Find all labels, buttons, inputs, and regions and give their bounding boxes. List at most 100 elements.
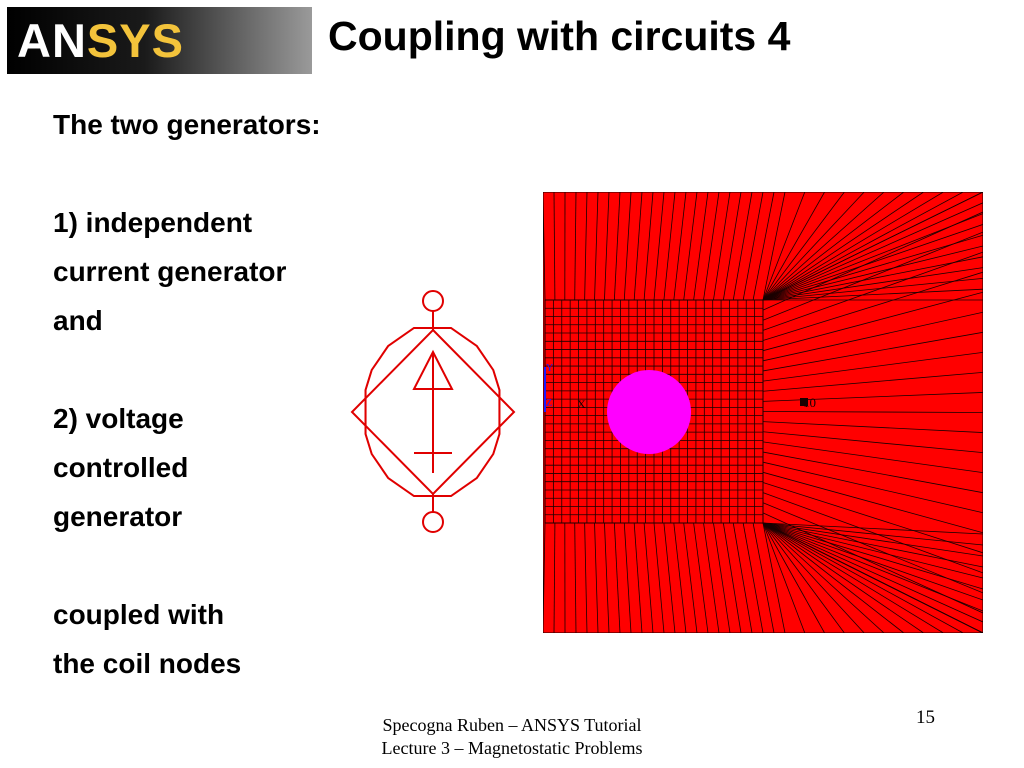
radial-line — [673, 522, 687, 633]
radial-line — [623, 192, 632, 301]
radial-line — [762, 256, 983, 301]
radial-line — [762, 192, 825, 301]
radial-line — [762, 522, 983, 633]
radial-line — [762, 522, 983, 557]
axis-x-label: X — [577, 397, 586, 411]
radial-line — [762, 251, 983, 331]
radial-line — [604, 522, 610, 633]
body-line-1: The two generators: — [53, 109, 321, 140]
radial-mesh-lines — [543, 192, 983, 633]
radial-line — [762, 192, 964, 301]
axis-y-label: Y — [546, 363, 553, 374]
radial-line — [703, 192, 720, 301]
radial-line — [762, 471, 983, 534]
mesh-figure: Y Z X 10 — [543, 192, 983, 633]
radial-line — [762, 411, 983, 413]
radial-line — [762, 267, 983, 301]
footer: Specogna Ruben – ANSYS Tutorial Lecture … — [312, 714, 712, 760]
radial-line — [762, 245, 983, 301]
radial-line — [643, 192, 654, 301]
radial-line — [643, 522, 654, 633]
generator-symbol — [350, 290, 516, 533]
radial-line — [752, 522, 775, 633]
radial-line — [752, 192, 775, 301]
radial-line — [762, 522, 806, 633]
radial-line — [762, 522, 983, 601]
footer-line-2: Lecture 3 – Magnetostatic Problems — [381, 738, 643, 758]
radial-line — [762, 291, 983, 352]
page-number: 15 — [916, 707, 935, 728]
radial-line — [762, 522, 845, 633]
body-line-2 — [53, 149, 353, 198]
radial-line — [653, 522, 665, 633]
generator-symbol-strokes — [350, 290, 516, 533]
radial-line — [762, 351, 983, 382]
radial-line — [762, 522, 983, 568]
body-line-6 — [53, 345, 353, 394]
radial-line — [613, 192, 621, 301]
coil-region — [607, 370, 691, 454]
radial-line — [762, 192, 806, 301]
radial-line — [543, 522, 546, 633]
top-terminal-icon — [422, 290, 444, 312]
body-line-3: 1) independent — [53, 207, 253, 238]
radial-line — [762, 234, 983, 301]
radial-line — [722, 192, 742, 301]
radial-line — [762, 441, 983, 474]
radial-line — [574, 192, 577, 301]
radial-line — [762, 192, 865, 301]
footer-line-1: Specogna Ruben – ANSYS Tutorial — [382, 715, 642, 735]
radial-line — [762, 392, 983, 402]
radial-line — [553, 522, 556, 633]
radial-line — [693, 522, 709, 633]
radial-line — [742, 192, 764, 301]
radial-line — [762, 288, 983, 301]
radial-line — [732, 522, 753, 633]
radial-line — [762, 231, 983, 321]
radial-line — [762, 522, 825, 633]
radial-line — [762, 522, 983, 623]
radial-line — [713, 192, 731, 301]
radial-line — [762, 522, 924, 633]
body-line-11: coupled with — [53, 599, 225, 630]
radial-line — [762, 331, 983, 372]
slide-body: The two generators: 1) independent curre… — [53, 100, 353, 688]
body-line-4: current generator — [53, 256, 287, 287]
radial-line — [762, 522, 964, 633]
radial-line — [762, 522, 865, 633]
radial-line — [683, 192, 698, 301]
radial-line — [732, 192, 753, 301]
radial-line — [553, 192, 556, 301]
radial-line — [604, 192, 610, 301]
radial-line — [653, 192, 665, 301]
ansys-logo: ANSYS — [7, 7, 312, 74]
radial-line — [762, 522, 786, 633]
node-label: 10 — [803, 395, 816, 410]
radial-line — [762, 213, 983, 301]
radial-line — [762, 202, 983, 301]
radial-line — [673, 192, 687, 301]
radial-line — [633, 192, 643, 301]
body-line-10 — [53, 541, 353, 590]
logo-text-an: AN — [17, 14, 87, 67]
radial-line — [762, 431, 983, 453]
radial-line — [762, 372, 983, 392]
radial-line — [683, 522, 698, 633]
logo-text-sys: SYS — [86, 14, 184, 67]
radial-line — [663, 192, 676, 301]
radial-line — [722, 522, 742, 633]
body-line-5: and — [53, 305, 103, 336]
radial-line — [762, 451, 983, 494]
radial-line — [762, 421, 983, 433]
radial-line — [762, 192, 944, 301]
body-line-7: 2) voltage — [53, 403, 184, 434]
radial-line — [762, 522, 983, 612]
radial-line — [584, 522, 588, 633]
radial-line — [762, 522, 944, 633]
radial-line — [543, 192, 546, 301]
radial-line — [762, 461, 983, 514]
radial-line — [613, 522, 621, 633]
radial-line — [762, 192, 786, 301]
radial-line — [762, 522, 983, 546]
radial-line — [762, 224, 983, 301]
